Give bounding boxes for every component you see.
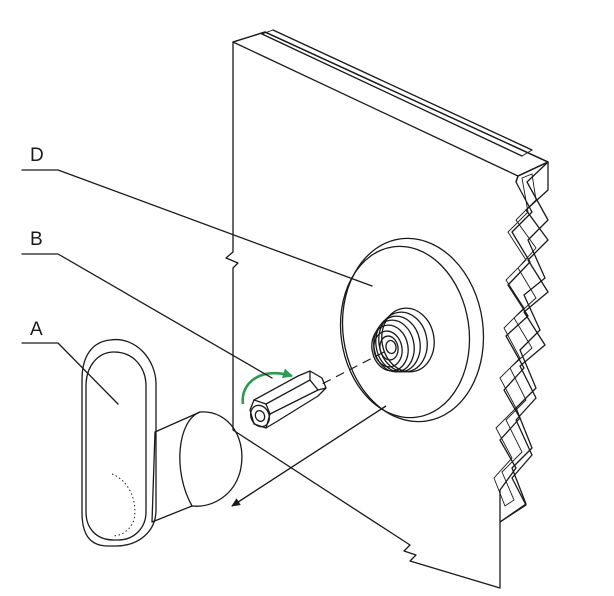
pull-direction-arrow-icon — [231, 405, 387, 507]
rotation-arrow-icon — [241, 368, 293, 405]
label-b: B — [30, 229, 43, 250]
hex-spindle-part-b — [249, 370, 327, 429]
leader-lines — [21, 169, 373, 405]
label-a: A — [30, 319, 43, 340]
rosette-part-d — [339, 237, 485, 423]
label-d: D — [30, 145, 44, 166]
wall-panel — [225, 29, 549, 589]
threaded-bushing — [371, 307, 435, 373]
handle-part-a — [81, 338, 243, 547]
axis-line — [321, 351, 385, 385]
